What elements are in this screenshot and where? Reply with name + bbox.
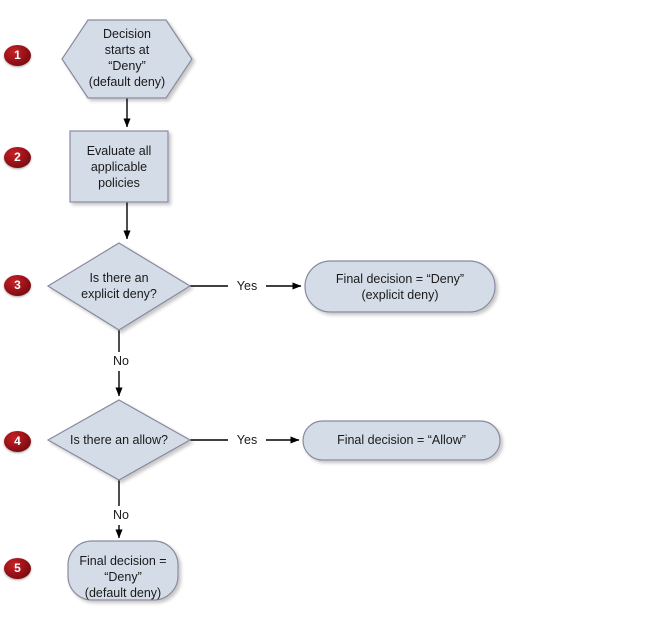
node-shape-final-allow — [302, 420, 501, 461]
step-badge-2: 2 — [4, 147, 31, 168]
step-badge-1: 1 — [4, 45, 31, 66]
step-badge-5: 5 — [4, 558, 31, 579]
edge-label-explicit-deny-yes: Yes — [228, 279, 266, 294]
node-shape-explicit-deny-question — [46, 242, 192, 331]
node-shape-final-deny-explicit — [304, 260, 496, 313]
step-badge-4: 4 — [4, 431, 31, 452]
edge-label-allow-yes: Yes — [228, 433, 266, 448]
node-shape-start — [61, 19, 193, 99]
edge-label-allow-no: No — [104, 508, 138, 523]
node-shape-final-deny-default — [67, 540, 179, 601]
connector-group — [115, 98, 302, 539]
node-shape-evaluate — [69, 130, 169, 203]
node-shape-allow-question — [46, 399, 192, 481]
step-badge-3: 3 — [4, 275, 31, 296]
edge-label-explicit-deny-no: No — [104, 354, 138, 369]
